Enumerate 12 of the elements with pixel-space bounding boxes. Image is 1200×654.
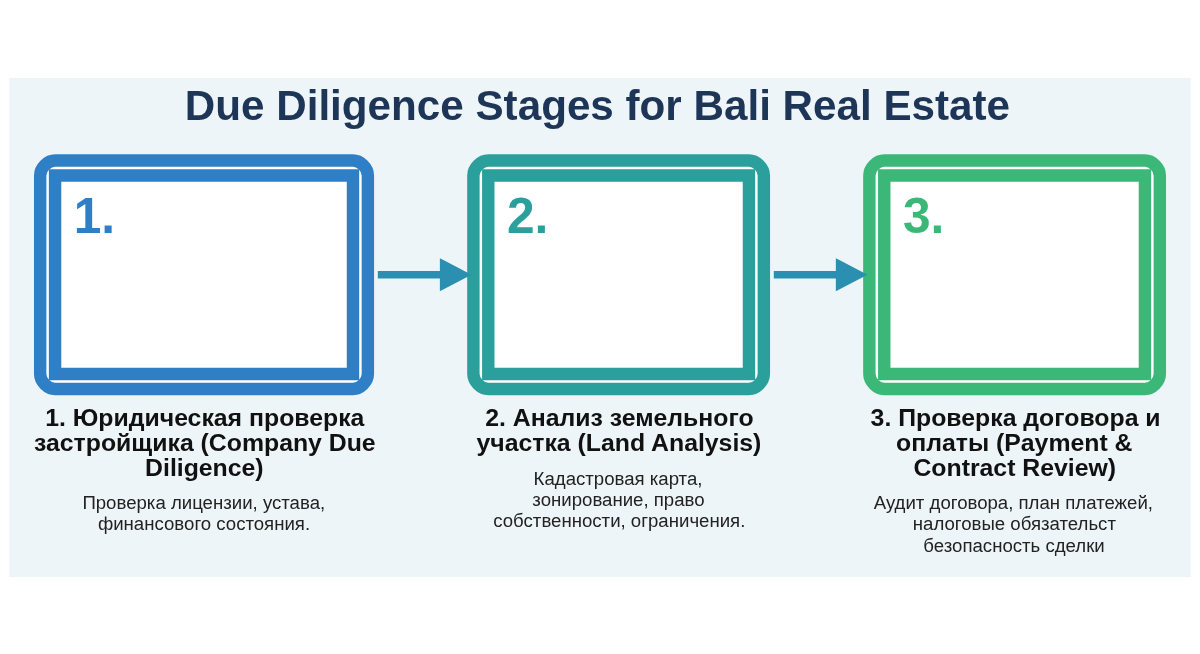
node-label: Аудит договора, план платежей, налоговые обязательст безопасность сделки (873, 491, 1153, 556)
node-label: 3. Проверка договора и оплаты (Payment & Contract Review) (870, 403, 1161, 481)
node-box: 2. (467, 153, 771, 395)
node-box: 1. (33, 153, 375, 395)
arrow (377, 257, 472, 291)
node-label: 2. Анализ земельного участка (Land Analysis) (476, 403, 762, 456)
node-label: Проверка лицензии, устава, финансового состояния. (82, 491, 326, 534)
node-box: 3. (863, 153, 1167, 395)
arrow (773, 257, 868, 291)
node-label: Кадастровая карта, зонирование, право собственности, ограничения. (493, 467, 746, 531)
node-label: 1. Юридическая проверка застройщика (Company Due Diligence) (33, 403, 376, 481)
diagram-title: Due Diligence Stages for Bali Real Estate (184, 81, 1011, 129)
